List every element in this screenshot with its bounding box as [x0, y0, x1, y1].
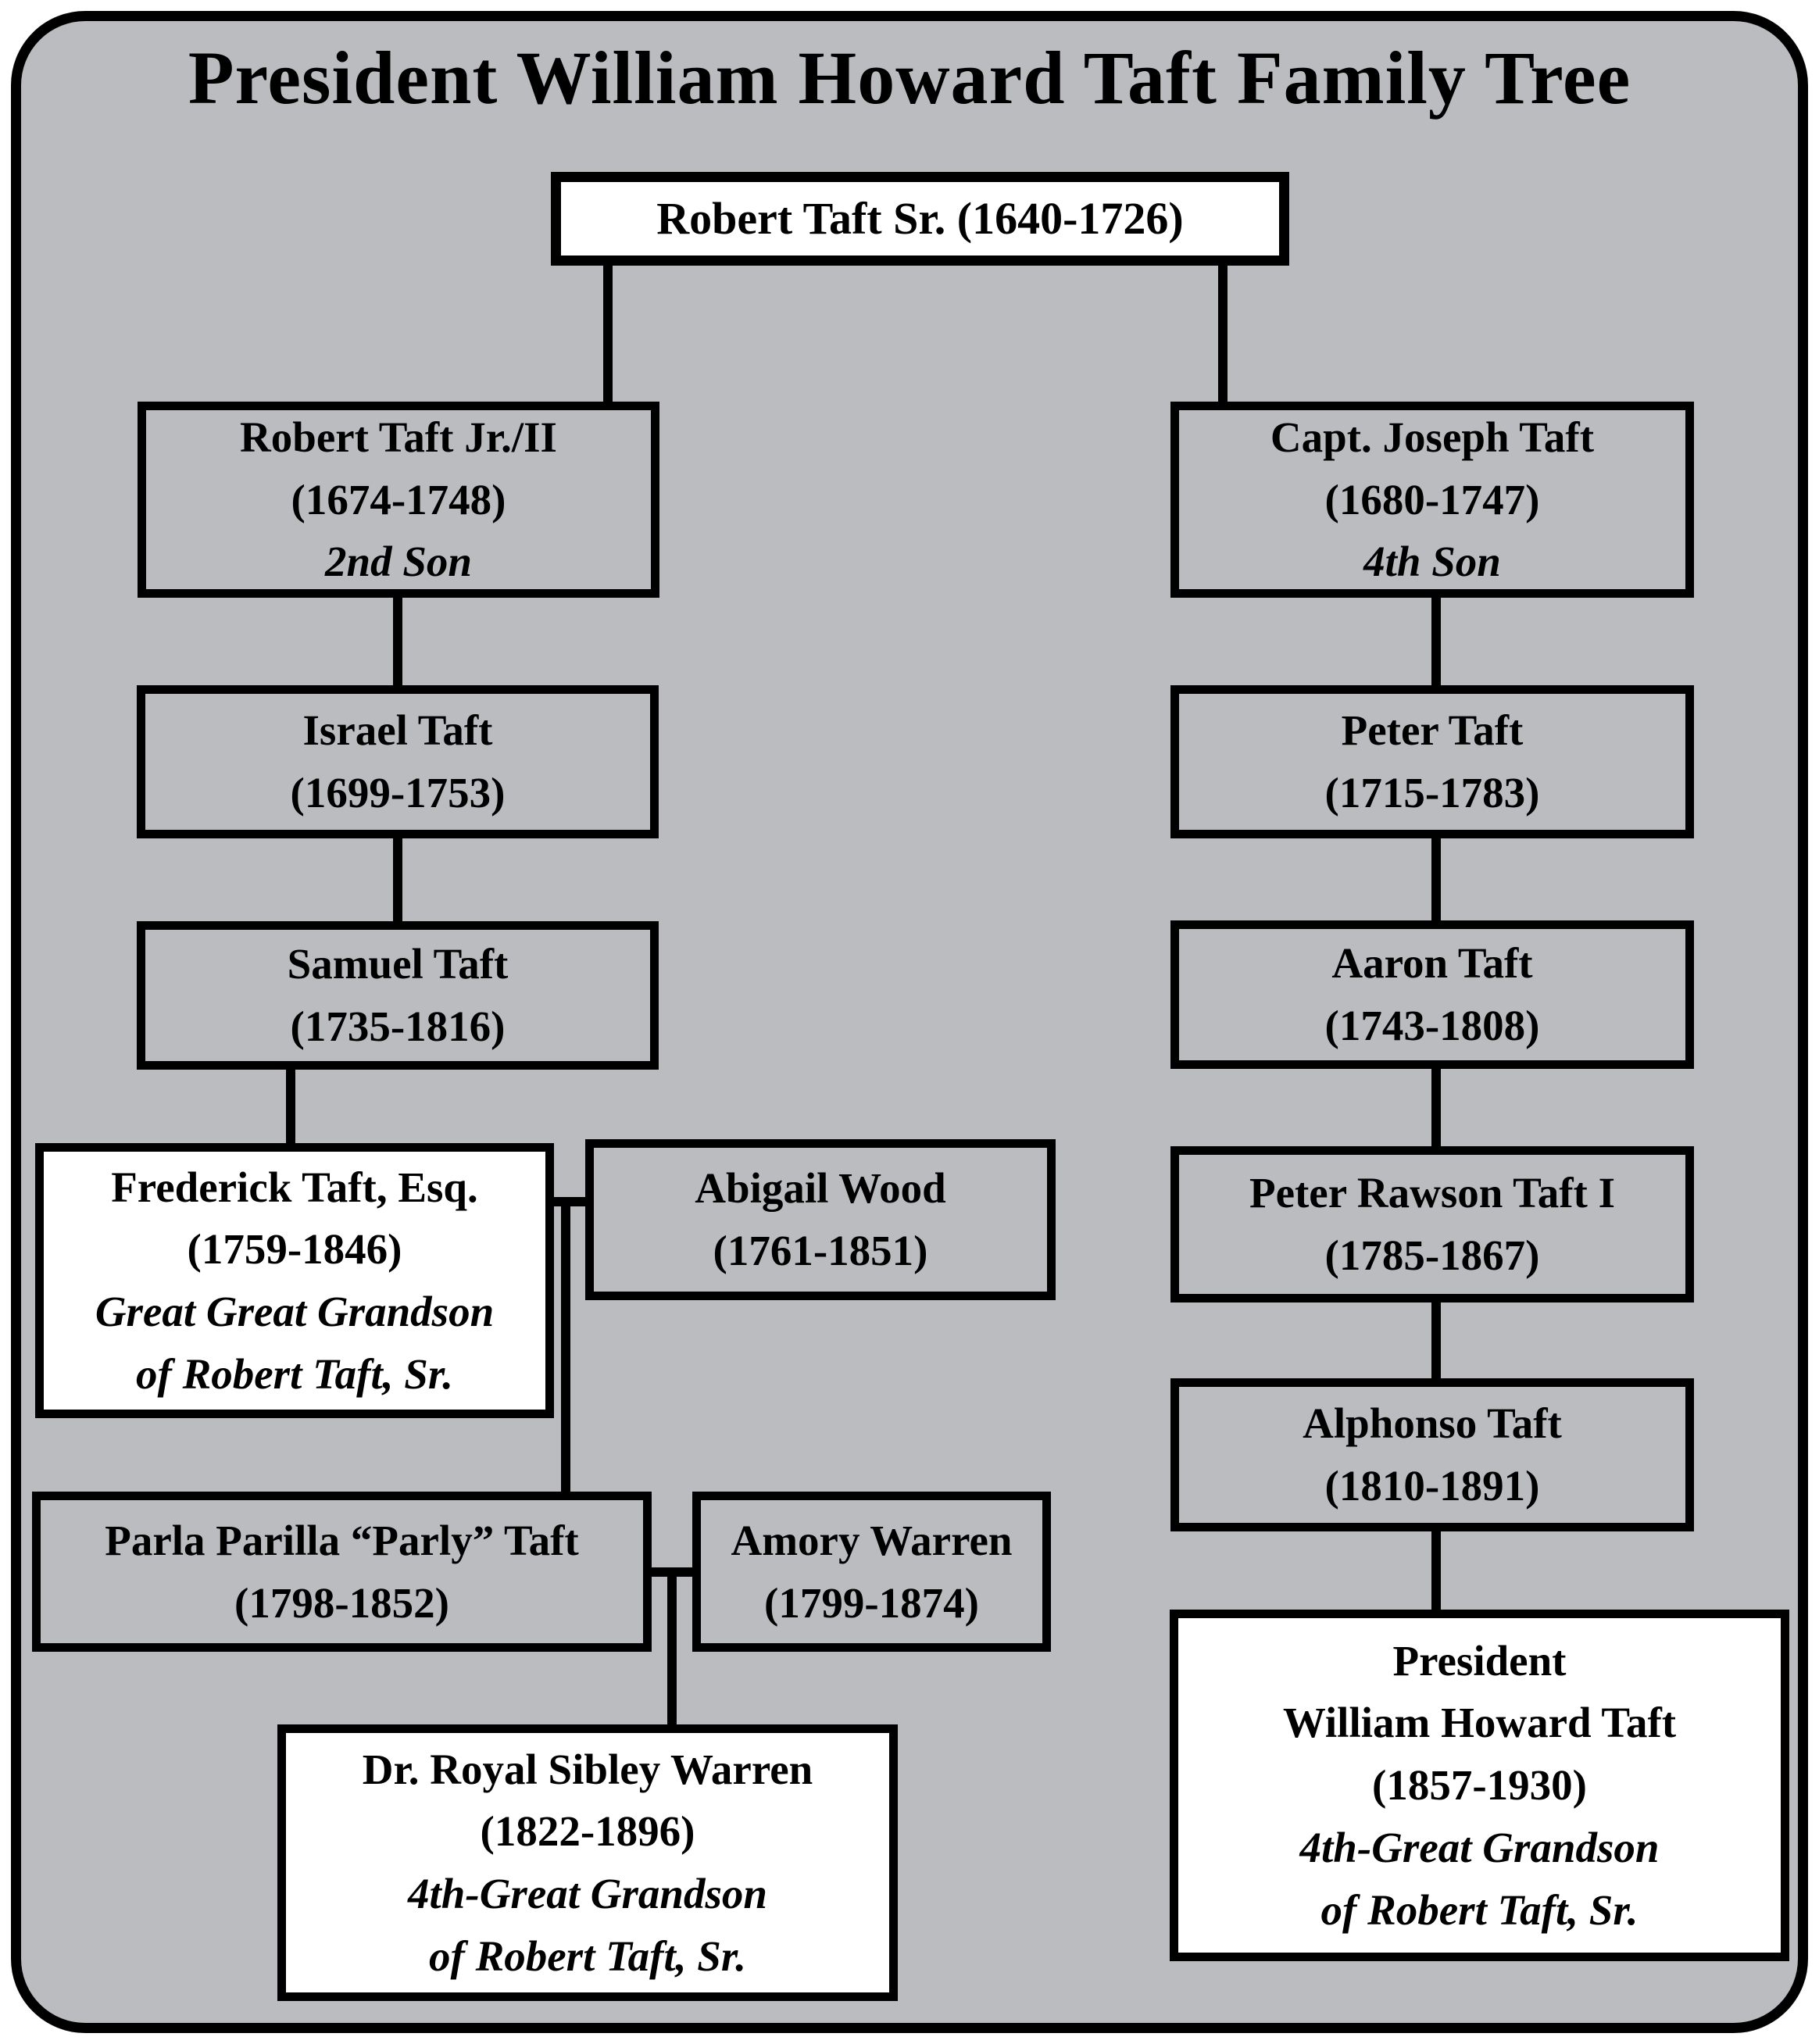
node-peter-rawson-taft: Peter Rawson Taft I (1785-1867) [1170, 1146, 1694, 1303]
diagram-title: President William Howard Taft Family Tre… [188, 36, 1631, 120]
node-parla-parilla-taft: Parla Parilla “Parly” Taft (1798-1852) [32, 1492, 652, 1652]
connector-joseph-to-peter [1431, 594, 1441, 689]
person-name: Dr. Royal Sibley Warren [362, 1745, 813, 1793]
connector-israel-to-samuel [393, 834, 402, 925]
relation-note: of Robert Taft, Sr. [136, 1349, 453, 1398]
relation-note: 4th Son [1363, 538, 1501, 586]
connector-root-to-joseph [1218, 260, 1228, 405]
person-name: Parla Parilla “Parly” Taft [105, 1516, 579, 1564]
node-capt-joseph-taft: Capt. Joseph Taft (1680-1747) 4th Son [1170, 402, 1694, 598]
connector-marriage-to-royal [667, 1572, 677, 1730]
life-years: (1798-1852) [234, 1578, 449, 1627]
life-years: (1735-1816) [290, 1002, 506, 1050]
node-president-william-howard-taft: President William Howard Taft (1857-1930… [1170, 1610, 1789, 1961]
person-name: Aaron Taft [1331, 939, 1533, 988]
relation-note: 4th-Great Grandson [1299, 1823, 1660, 1871]
node-robert-taft-sr: Robert Taft Sr. (1640-1726) [551, 172, 1289, 266]
person-name: Alphonso Taft [1303, 1399, 1562, 1448]
person-name: Robert Taft Sr. (1640-1726) [656, 192, 1184, 244]
node-royal-sibley-warren: Dr. Royal Sibley Warren (1822-1896) 4th-… [277, 1724, 898, 2001]
life-years: (1761-1851) [713, 1227, 928, 1274]
connector-aaron-to-peter-rawson [1431, 1065, 1441, 1150]
connector-alphonso-to-president [1431, 1528, 1441, 1613]
person-name: Robert Taft Jr./II [240, 413, 557, 461]
node-aaron-taft: Aaron Taft (1743-1808) [1170, 920, 1694, 1069]
relation-note: 2nd Son [324, 538, 472, 586]
life-years: (1810-1891) [1324, 1462, 1540, 1510]
person-name: Samuel Taft [287, 940, 509, 988]
connector-peter-to-aaron [1431, 834, 1441, 924]
relation-note: of Robert Taft, Sr. [1320, 1885, 1639, 1934]
node-abigail-wood: Abigail Wood (1761-1851) [585, 1139, 1056, 1300]
connector-marriage-to-parla [561, 1202, 570, 1497]
node-israel-taft: Israel Taft (1699-1753) [137, 685, 659, 838]
connector-robert-jr-to-israel [393, 594, 402, 689]
node-frederick-taft: Frederick Taft, Esq. (1759-1846) Great G… [35, 1143, 554, 1418]
life-years: (1799-1874) [764, 1578, 979, 1627]
person-name: Frederick Taft, Esq. [111, 1163, 478, 1211]
life-years: (1674-1748) [291, 475, 506, 524]
person-name: Peter Taft [1341, 706, 1524, 755]
life-years: (1743-1808) [1324, 1002, 1540, 1049]
person-name: Abigail Wood [695, 1164, 946, 1213]
connector-samuel-to-frederick [286, 1066, 295, 1147]
life-years: (1699-1753) [290, 769, 506, 817]
node-peter-taft: Peter Taft (1715-1783) [1170, 685, 1694, 838]
life-years: (1680-1747) [1324, 475, 1540, 524]
node-robert-taft-jr: Robert Taft Jr./II (1674-1748) 2nd Son [138, 402, 659, 598]
node-samuel-taft: Samuel Taft (1735-1816) [137, 921, 659, 1070]
life-years: (1857-1930) [1372, 1761, 1587, 1810]
life-years: (1822-1896) [480, 1807, 695, 1856]
person-name: Amory Warren [731, 1516, 1013, 1564]
person-name: Capt. Joseph Taft [1270, 413, 1595, 461]
connector-peter-rawson-to-alphonso [1431, 1299, 1441, 1382]
relation-note: 4th-Great Grandson [408, 1870, 767, 1917]
life-years: (1785-1867) [1324, 1231, 1540, 1279]
life-years: (1759-1846) [187, 1225, 402, 1274]
life-years: (1715-1783) [1324, 769, 1540, 817]
person-name: Peter Rawson Taft I [1249, 1169, 1615, 1217]
person-name: Israel Taft [302, 706, 493, 755]
relation-note: of Robert Taft, Sr. [429, 1931, 746, 1980]
person-name: William Howard Taft [1282, 1699, 1677, 1747]
relation-note: Great Great Grandson [95, 1288, 495, 1335]
connector-root-to-robert-jr [603, 260, 613, 405]
node-alphonso-taft: Alphonso Taft (1810-1891) [1170, 1378, 1694, 1531]
person-title: President [1392, 1636, 1567, 1685]
node-amory-warren: Amory Warren (1799-1874) [692, 1492, 1051, 1652]
